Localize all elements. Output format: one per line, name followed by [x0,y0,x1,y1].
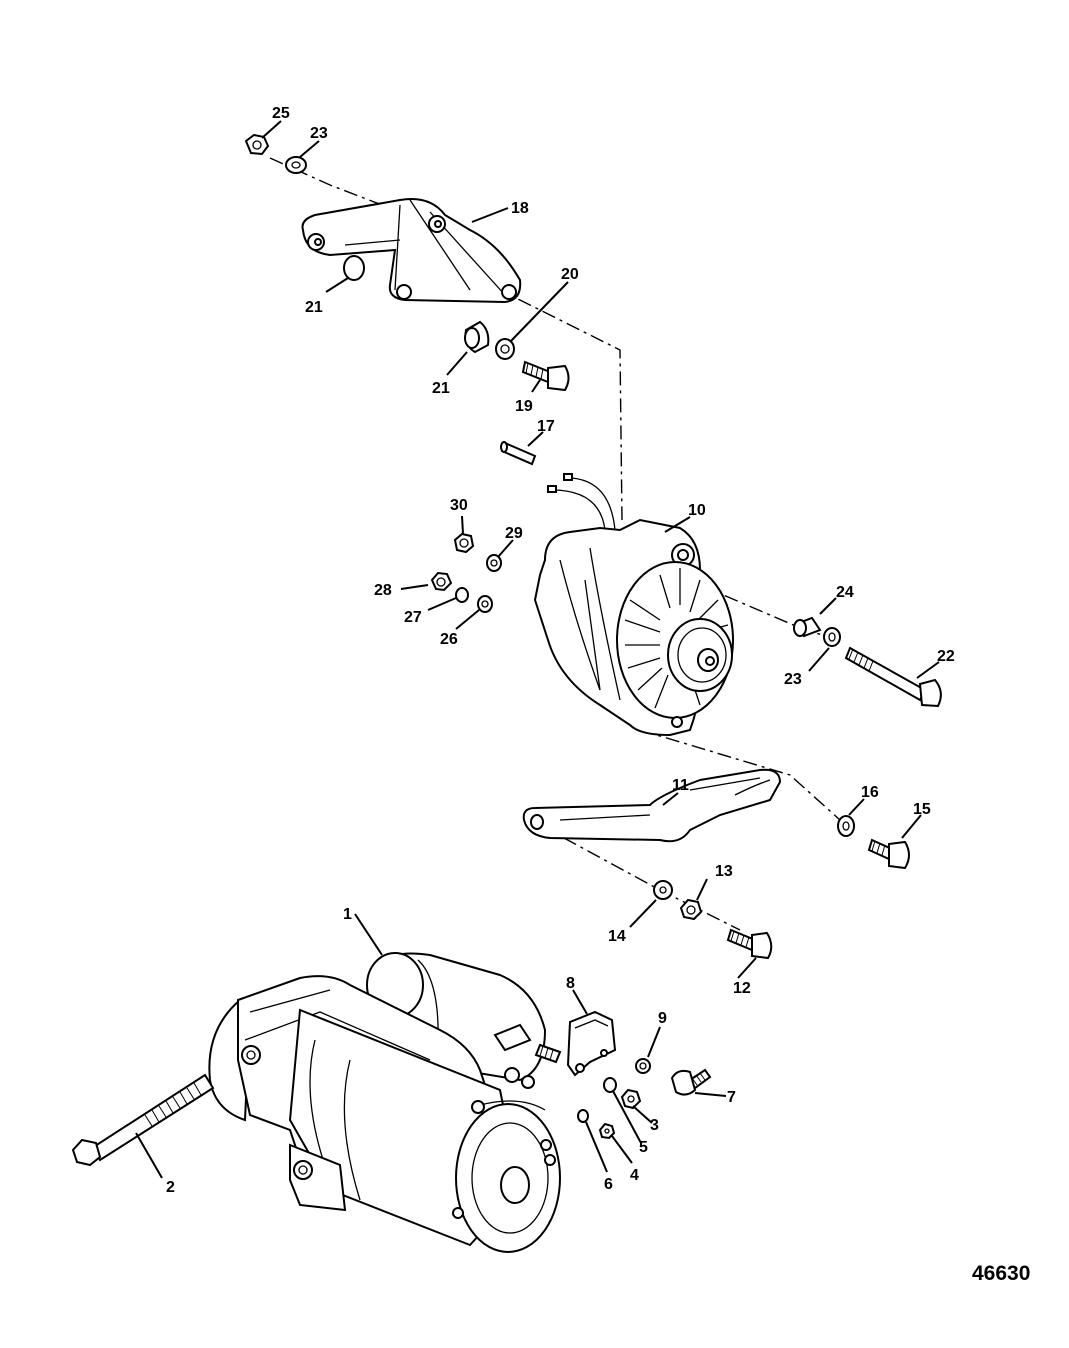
washer-5-icon [603,1077,617,1093]
callout-12: 12 [733,980,751,997]
callout-28: 28 [374,582,392,599]
screw-7-icon [670,1068,712,1096]
callout-26: 26 [440,631,458,648]
nut-28-icon [430,571,453,592]
callout-19: 19 [515,398,533,415]
washer-23-top-icon [285,156,307,174]
callout-labels: 25 23 18 21 20 21 19 17 30 29 10 28 27 2… [166,105,955,1196]
bolt-19-icon [521,360,570,392]
callout-1: 1 [343,906,352,923]
callout-2: 2 [166,1179,175,1196]
alternator-brace-11 [522,768,782,843]
callout-21-upper: 21 [305,299,323,316]
callout-11: 11 [672,777,689,794]
leader-lines [135,120,940,1179]
bolt-2-icon [71,1073,215,1167]
callout-6: 6 [604,1176,613,1193]
washer-20-icon [495,338,515,360]
nut-13-icon [679,898,703,921]
washer-6-icon [577,1109,589,1123]
nut-25-icon [244,133,270,156]
alternator-brace-bracket [301,198,522,304]
callout-27: 27 [404,609,422,626]
callout-25: 25 [272,105,290,122]
bolt-12-icon [726,928,773,960]
callout-14: 14 [608,928,626,945]
callout-5: 5 [639,1139,648,1156]
callout-23-mid: 23 [784,671,802,688]
spacer-21-lower-icon [464,320,490,354]
callout-3: 3 [650,1117,659,1134]
callout-23-top: 23 [310,125,328,142]
callout-18: 18 [511,200,529,217]
washer-26-icon [477,595,493,613]
callout-21-lower: 21 [432,380,450,397]
bolt-15-icon [867,838,910,870]
callout-13: 13 [715,863,733,880]
callout-17: 17 [537,418,555,435]
callout-10: 10 [688,502,706,519]
callout-20: 20 [561,266,579,283]
figure-number: 46630 [972,1262,1030,1285]
callout-9: 9 [658,1010,667,1027]
starter-motor-assembly [208,952,562,1253]
washer-29-icon [486,554,502,572]
pin-17-icon [500,441,537,466]
callout-15: 15 [913,801,931,818]
callout-30: 30 [450,497,468,514]
callout-29: 29 [505,525,523,542]
nut-30-icon [453,532,475,554]
callout-22: 22 [937,648,955,665]
callout-7: 7 [727,1089,736,1106]
callout-16: 16 [861,784,879,801]
spacer-24-icon [793,616,822,638]
callout-8: 8 [566,975,575,992]
alternator-assembly [533,473,734,737]
washer-9-icon [635,1058,651,1074]
bolt-22-icon [844,646,942,708]
terminal-cover-8-icon [566,1010,617,1077]
nut-4-icon [598,1122,616,1140]
washer-16-icon [837,815,855,837]
washer-14-icon [653,880,673,900]
callout-4: 4 [630,1167,639,1184]
callout-24: 24 [836,584,854,601]
washer-27-icon [455,587,469,603]
washer-23-mid-icon [823,627,841,647]
nut-3-icon [620,1088,642,1110]
spacer-21-upper-icon [343,255,365,281]
